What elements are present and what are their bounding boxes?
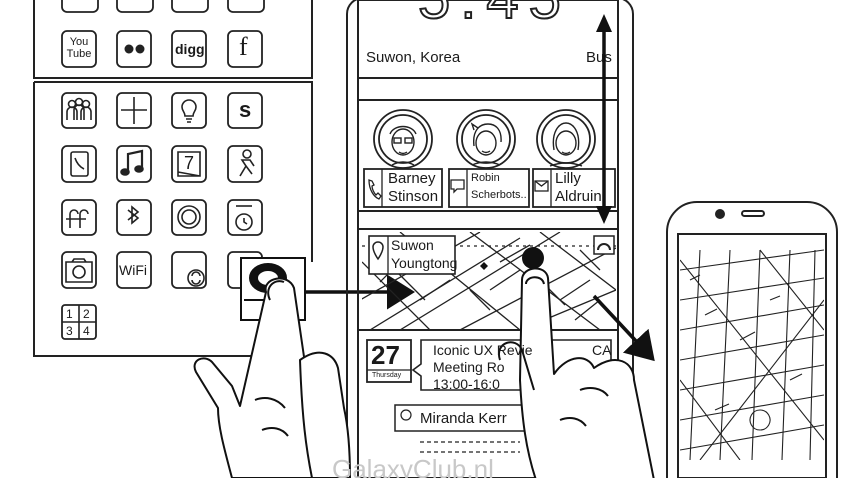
music-app-icon	[117, 146, 151, 182]
watermark: GalaxyClub.nl	[332, 456, 494, 478]
contact-barney-first[interactable]: Barney	[388, 171, 436, 186]
calendar-weekday: Thursday	[372, 372, 401, 379]
contact-robin-last[interactable]: Scherbots..	[471, 190, 527, 201]
friendfeed-app-icon	[62, 200, 96, 235]
event-line1: Iconic UX Revie	[433, 343, 533, 357]
contact-barney-last[interactable]: Stinson	[388, 189, 438, 204]
map-place-line2: Youngtong	[391, 256, 457, 270]
contact-lilly-first[interactable]: Lilly	[555, 171, 581, 186]
lock-location: Suwon, Korea	[366, 50, 460, 65]
grid-number-2: 2	[83, 308, 90, 320]
touch-point	[522, 247, 544, 269]
event-line2: Meeting Ro	[433, 360, 505, 374]
contact-lilly-last[interactable]: Aldruin	[555, 189, 602, 204]
grid-number-3: 3	[66, 325, 73, 337]
grid-number-4: 4	[83, 325, 90, 337]
grid-number-1: 1	[66, 308, 73, 320]
calendar-day: 27	[371, 342, 400, 368]
calendar7-app-label[interactable]: 7	[184, 154, 194, 172]
facebook-app-label[interactable]: f	[239, 34, 248, 60]
lock-time: 5:45	[418, 0, 571, 28]
event-line3: 13:00-16:0	[433, 377, 500, 391]
message-name[interactable]: Miranda Kerr	[420, 411, 507, 426]
bluetooth-app-icon	[117, 200, 151, 235]
digg-app-label[interactable]: digg	[175, 42, 205, 56]
youtube-app-label[interactable]: You Tube	[64, 36, 94, 60]
left-hand	[195, 278, 350, 478]
center-hand	[499, 268, 654, 478]
fullscreen-map	[680, 250, 824, 460]
lock-location-right: Bus	[586, 50, 612, 65]
wifi-app-label[interactable]: WiFi	[119, 263, 147, 277]
map-place-line1: Suwon	[391, 238, 434, 252]
second-phone	[667, 202, 837, 478]
skype-app-label[interactable]: s	[239, 99, 251, 121]
contact-robin-first[interactable]: Robin	[471, 173, 500, 184]
event-suffix: CA	[592, 343, 611, 357]
flickr-app-icon	[117, 31, 151, 67]
